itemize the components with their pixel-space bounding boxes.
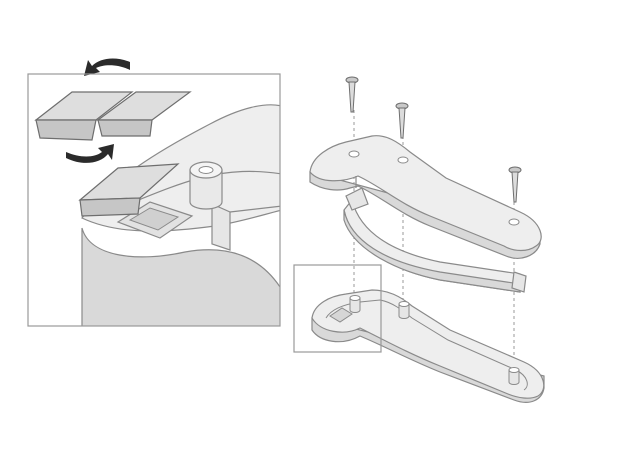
inset-post — [189, 169, 223, 210]
rotate-arrow-icon — [66, 144, 114, 163]
screw-icon — [395, 102, 409, 139]
curved-blade-strip — [343, 187, 527, 293]
rotate-arrow-icon — [84, 58, 130, 76]
inset-blade-left — [34, 91, 134, 141]
screw-icon — [508, 166, 522, 203]
inset-frame — [27, 73, 281, 327]
inset-blade-right — [96, 91, 192, 137]
detail-inset — [27, 58, 281, 327]
detail-callout-frame — [293, 264, 382, 353]
bottom-handle-base — [311, 289, 545, 403]
screw-icon — [345, 76, 359, 113]
top-handle-plate — [309, 135, 542, 259]
inset-channel — [211, 203, 231, 251]
inset-handle-side — [81, 227, 280, 326]
